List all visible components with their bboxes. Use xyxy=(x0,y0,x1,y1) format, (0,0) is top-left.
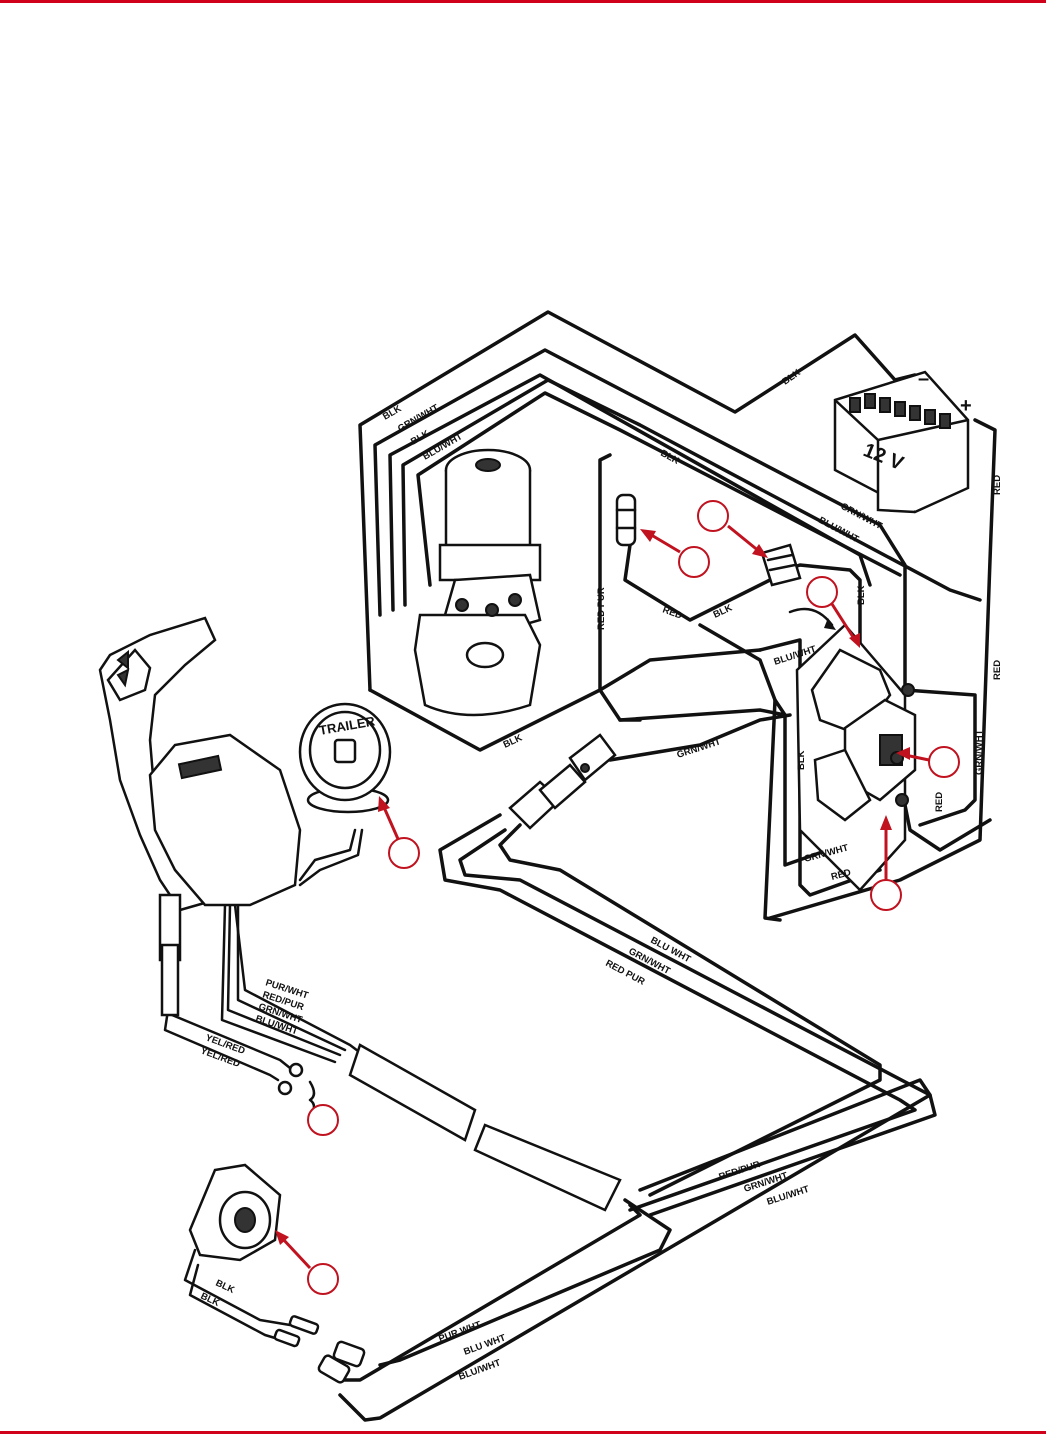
wire-harness-loop xyxy=(438,813,937,1217)
label-grn-wht-plug: GRN/WHT xyxy=(676,736,723,761)
label-blk-left: BLK xyxy=(381,403,404,422)
label-red-mid: RED xyxy=(661,604,684,621)
bottom-rule xyxy=(0,1431,1046,1434)
wire-switch xyxy=(298,828,364,887)
trim-sender xyxy=(188,1163,282,1262)
callout-fuse xyxy=(640,529,710,578)
connector-plug xyxy=(508,733,617,830)
label-red-bottom: RED xyxy=(830,867,852,883)
callout-trailer-switch xyxy=(378,796,420,869)
label-pur-wht-sender: PUR WHT xyxy=(437,1319,483,1345)
label-blk-relay: BLK xyxy=(856,585,867,605)
top-rule xyxy=(0,0,1046,3)
bullet-connectors xyxy=(273,1315,366,1384)
label-blk-sender-1: BLK xyxy=(214,1278,236,1296)
label-blk-relay-side: BLK xyxy=(796,750,807,770)
label-red-pur-mid: RED PUR xyxy=(596,587,607,630)
pump-motor xyxy=(413,448,542,717)
label-red-battery: RED xyxy=(992,475,1003,495)
battery-negative-symbol: – xyxy=(918,368,929,390)
callout-relay-2 xyxy=(896,746,960,778)
label-blk-left-2: BLK xyxy=(409,428,432,447)
wire-sender xyxy=(183,1078,932,1422)
wire-plug-to-relay xyxy=(608,713,792,762)
label-blk-pump: BLK xyxy=(502,732,524,750)
label-red-relay-side: RED xyxy=(934,792,945,812)
relay-plate xyxy=(795,623,917,892)
label-blk-mid-2: BLK xyxy=(712,602,734,620)
wire-bundle-top xyxy=(358,310,982,692)
label-red-battery-low: RED xyxy=(992,660,1003,680)
trailer-switch: TRAILER xyxy=(298,702,392,814)
callout-breaker xyxy=(697,500,768,558)
callout-terminal xyxy=(870,815,902,911)
ring-terminals xyxy=(277,1062,316,1120)
fuse-holder xyxy=(615,493,637,547)
battery-cells xyxy=(849,393,951,429)
battery-positive-symbol: + xyxy=(960,395,972,417)
circuit-breaker xyxy=(760,543,802,587)
label-blu-wht-mid: BLU/WHT xyxy=(817,515,861,545)
callout-ring-terminals xyxy=(307,1104,339,1136)
remote-control xyxy=(98,616,302,1017)
relay-rotate-arrow xyxy=(788,607,836,630)
label-blu-wht-sender: BLU WHT xyxy=(462,1332,507,1357)
battery: 12 V – + xyxy=(833,368,972,514)
label-grn-wht-battery: GRN/WHT xyxy=(974,729,985,775)
harness-sleeve xyxy=(348,1043,622,1212)
callout-trim-sender xyxy=(275,1230,339,1295)
callout-relay xyxy=(806,576,860,648)
